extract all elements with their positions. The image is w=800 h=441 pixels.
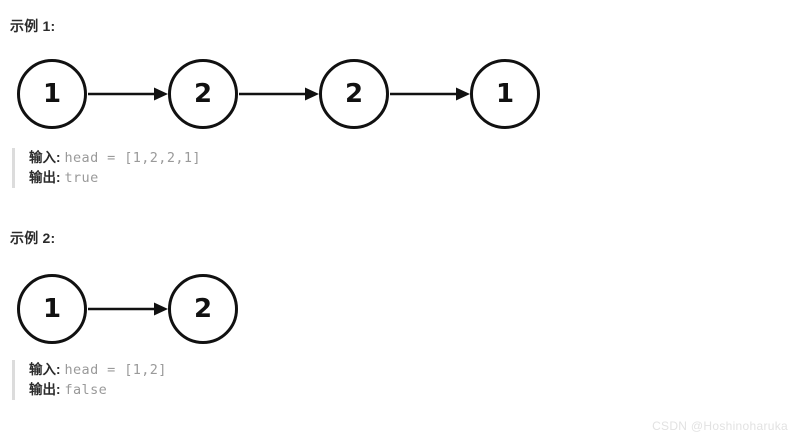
csdn-watermark: CSDN @Hoshinoharuka (652, 419, 788, 433)
output-label: 输出 (29, 382, 56, 397)
output-code: true (64, 170, 99, 186)
arrow-icon (88, 87, 168, 101)
arrow-icon (390, 87, 470, 101)
arrow-icon (239, 87, 319, 101)
output-line: 输出:true (29, 168, 201, 188)
node-value: 1 (42, 294, 62, 324)
input-line: 输入:head = [1,2,2,1] (29, 148, 201, 168)
example-1-heading: 示例 1: (10, 18, 56, 34)
output-line: 输出:false (29, 380, 167, 400)
arrow-icon (88, 302, 168, 316)
label-separator: : (56, 362, 61, 377)
example-2-io-block: 输入:head = [1,2] 输出:false (12, 360, 167, 400)
example-2-heading: 示例 2: (10, 230, 56, 246)
input-label: 输入 (29, 362, 56, 377)
node-value: 2 (193, 79, 213, 109)
label-separator: : (56, 150, 61, 165)
input-label: 输入 (29, 150, 56, 165)
label-separator: : (56, 170, 61, 185)
node-value: 2 (193, 294, 213, 324)
list-node: 1 (17, 274, 87, 344)
input-code: head = [1,2,2,1] (64, 150, 201, 166)
node-value: 1 (42, 79, 62, 109)
list-node: 2 (319, 59, 389, 129)
label-separator: : (56, 382, 61, 397)
input-code: head = [1,2] (64, 362, 167, 378)
list-node: 2 (168, 59, 238, 129)
input-line: 输入:head = [1,2] (29, 360, 167, 380)
node-value: 2 (344, 79, 364, 109)
output-code: false (64, 382, 108, 398)
list-node: 2 (168, 274, 238, 344)
example-1-io-block: 输入:head = [1,2,2,1] 输出:true (12, 148, 201, 188)
list-node: 1 (470, 59, 540, 129)
node-value: 1 (495, 79, 515, 109)
list-node: 1 (17, 59, 87, 129)
output-label: 输出 (29, 170, 56, 185)
